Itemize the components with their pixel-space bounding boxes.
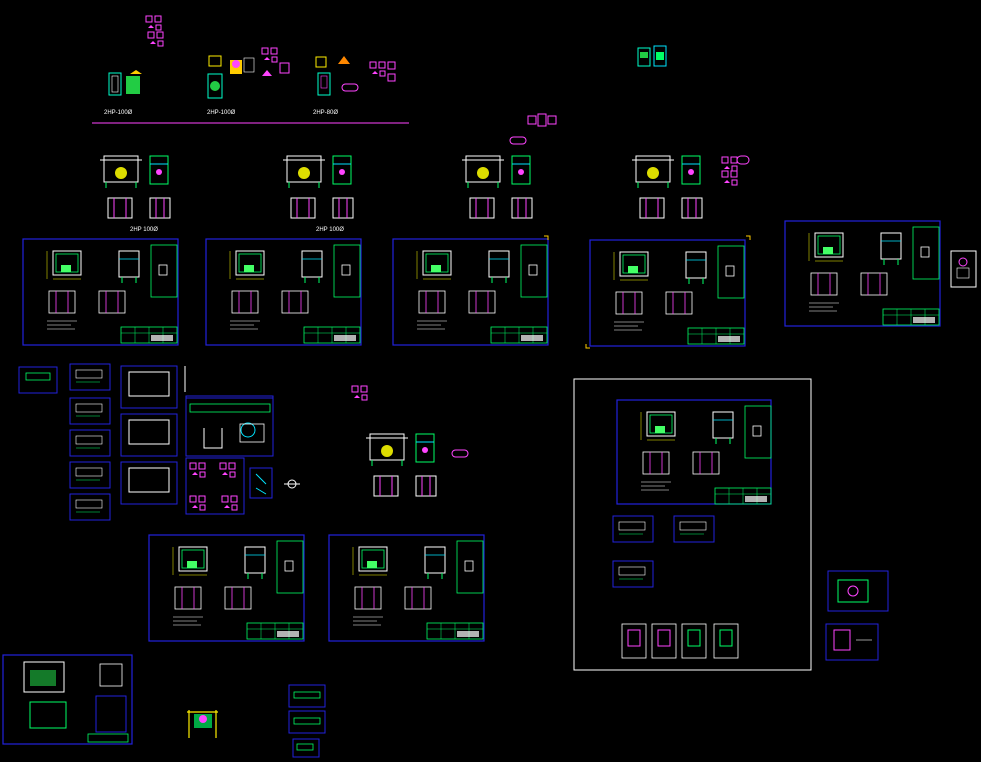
- motor-label: 2HP-100Ø: [207, 110, 236, 116]
- drawing-sheet[interactable]: [205, 238, 362, 346]
- symbol-block[interactable]: [351, 385, 368, 401]
- symbol-block[interactable]: [147, 31, 164, 47]
- machine-caption: 2HP 100Ø: [130, 227, 158, 233]
- symbol-block[interactable]: [189, 495, 206, 511]
- symbol-block[interactable]: [721, 156, 738, 172]
- machine-caption: 2HP 100Ø: [316, 227, 344, 233]
- detail-cluster-left[interactable]: [18, 363, 300, 521]
- drawing-sheet[interactable]: [2, 654, 133, 745]
- symbol-block[interactable]: [189, 462, 206, 478]
- machine-elevation[interactable]: [461, 155, 533, 219]
- symbol-block[interactable]: [145, 15, 162, 31]
- symbol-block[interactable]: [369, 61, 386, 77]
- motor-outline[interactable]: [108, 72, 122, 96]
- drawing-sheet[interactable]: [392, 235, 549, 346]
- machine-elevation[interactable]: [282, 155, 354, 219]
- motor-label: 2HP-80Ø: [313, 110, 338, 116]
- motor-block-topright[interactable]: [637, 45, 667, 67]
- detail-sheet-right[interactable]: [825, 570, 889, 661]
- drawing-sheet[interactable]: [784, 220, 941, 327]
- elevation-yellow-frame[interactable]: [187, 710, 218, 738]
- machine-elevation[interactable]: [631, 155, 703, 219]
- motor-label: 2HP-100Ø: [104, 110, 133, 116]
- machine-elevation[interactable]: [99, 155, 171, 219]
- machine-elevation-center[interactable]: [351, 385, 469, 497]
- symbol-block[interactable]: [261, 47, 278, 63]
- symbol-block[interactable]: [219, 462, 236, 478]
- motor-outline[interactable]: [208, 55, 222, 67]
- layout-frame[interactable]: [573, 378, 812, 671]
- symbol-block[interactable]: [721, 170, 738, 186]
- drawing-sheet[interactable]: [22, 238, 179, 346]
- detail-block[interactable]: [612, 560, 654, 588]
- drawing-sheet[interactable]: [585, 235, 751, 349]
- detail-block[interactable]: [612, 515, 654, 543]
- drawing-sheet[interactable]: [148, 534, 305, 642]
- motor-body[interactable]: [126, 76, 140, 94]
- symbol-block[interactable]: [221, 495, 238, 511]
- drawing-sheet[interactable]: [328, 534, 485, 642]
- drawing-sheet[interactable]: [616, 399, 772, 505]
- motor-variant-group[interactable]: 2HP-100Ø 2HP-100Ø 2HP-80Ø: [92, 15, 409, 124]
- symbol-cluster[interactable]: [509, 113, 557, 145]
- detail-stack-bottom[interactable]: [288, 684, 326, 758]
- detail-block[interactable]: [673, 515, 715, 543]
- detail-sheet-small[interactable]: [950, 250, 977, 288]
